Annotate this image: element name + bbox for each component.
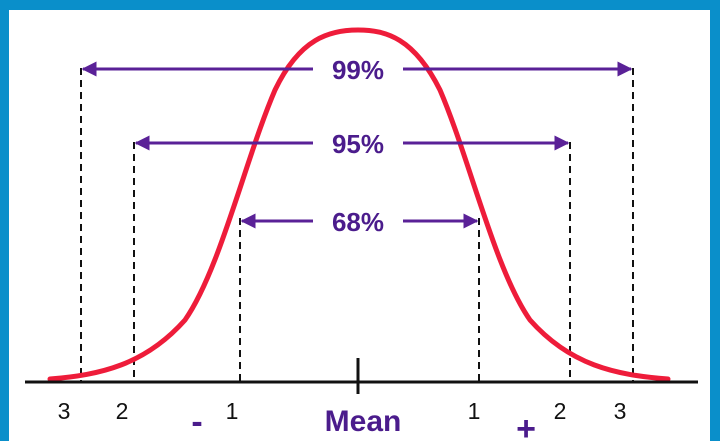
interval-68-label: 68% <box>332 207 384 237</box>
interval-99-label: 99% <box>332 55 384 85</box>
diagram-frame: 99% 95% 68% 3 2 - 1 Mean 1 + 2 3 <box>9 10 710 441</box>
tick-label-right-2: 2 <box>554 398 567 424</box>
interval-99: 99% <box>81 55 633 85</box>
bell-curve <box>47 27 671 382</box>
guide-lines <box>80 68 634 381</box>
minus-sign: - <box>191 403 202 441</box>
tick-label-left-1: 1 <box>226 398 239 424</box>
interval-95: 95% <box>134 129 570 159</box>
mean-label: Mean <box>325 405 402 438</box>
tick-label-right-1: 1 <box>468 398 481 424</box>
interval-95-label: 95% <box>332 129 384 159</box>
normal-distribution-diagram: 99% 95% 68% 3 2 - 1 Mean 1 + 2 3 <box>25 27 698 441</box>
tick-label-left-2: 2 <box>116 398 129 424</box>
tick-label-left-3: 3 <box>58 398 71 424</box>
plus-sign: + <box>516 410 536 441</box>
tick-label-right-3: 3 <box>614 398 627 424</box>
interval-68: 68% <box>240 207 479 237</box>
